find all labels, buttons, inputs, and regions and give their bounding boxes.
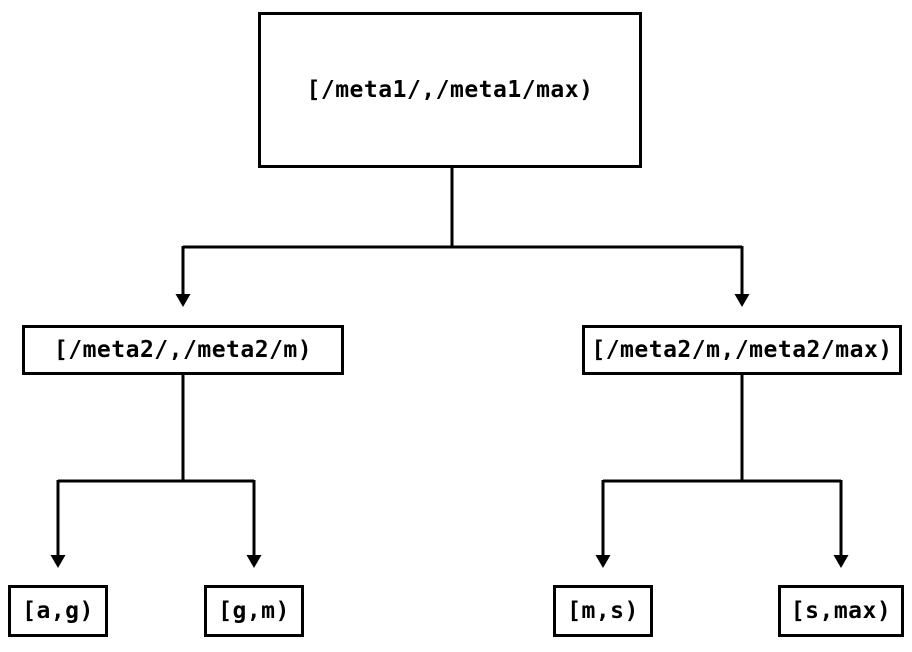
edge-left-children: [56, 375, 256, 556]
node-leaf-ms: [m,s): [553, 585, 653, 637]
node-right-label: [/meta2/m,/meta2/max): [591, 337, 893, 363]
arrowhead-ag: [50, 555, 66, 568]
arrowhead-smax: [833, 555, 849, 568]
node-leaf-smax: [s,max): [778, 585, 904, 637]
node-leaf-ag-label: [a,g): [22, 598, 94, 624]
arrowhead-left-branch: [175, 294, 191, 307]
node-root-label: [/meta1/,/meta1/max): [306, 77, 594, 103]
node-leaf-ms-label: [m,s): [567, 598, 639, 624]
node-leaf-gm-label: [g,m): [218, 598, 290, 624]
node-left-subtree: [/meta2/,/meta2/m): [22, 325, 344, 375]
node-leaf-ag: [a,g): [8, 585, 108, 637]
arrowhead-right-branch: [734, 294, 750, 307]
arrowhead-ms: [595, 555, 611, 568]
node-right-subtree: [/meta2/m,/meta2/max): [582, 325, 902, 375]
arrowhead-gm: [246, 555, 262, 568]
node-left-label: [/meta2/,/meta2/m): [53, 337, 313, 363]
edge-right-children: [601, 375, 843, 556]
node-root: [/meta1/,/meta1/max): [258, 12, 642, 168]
node-leaf-gm: [g,m): [204, 585, 304, 637]
node-leaf-smax-label: [s,max): [790, 598, 892, 624]
edge-root-children: [181, 168, 744, 295]
